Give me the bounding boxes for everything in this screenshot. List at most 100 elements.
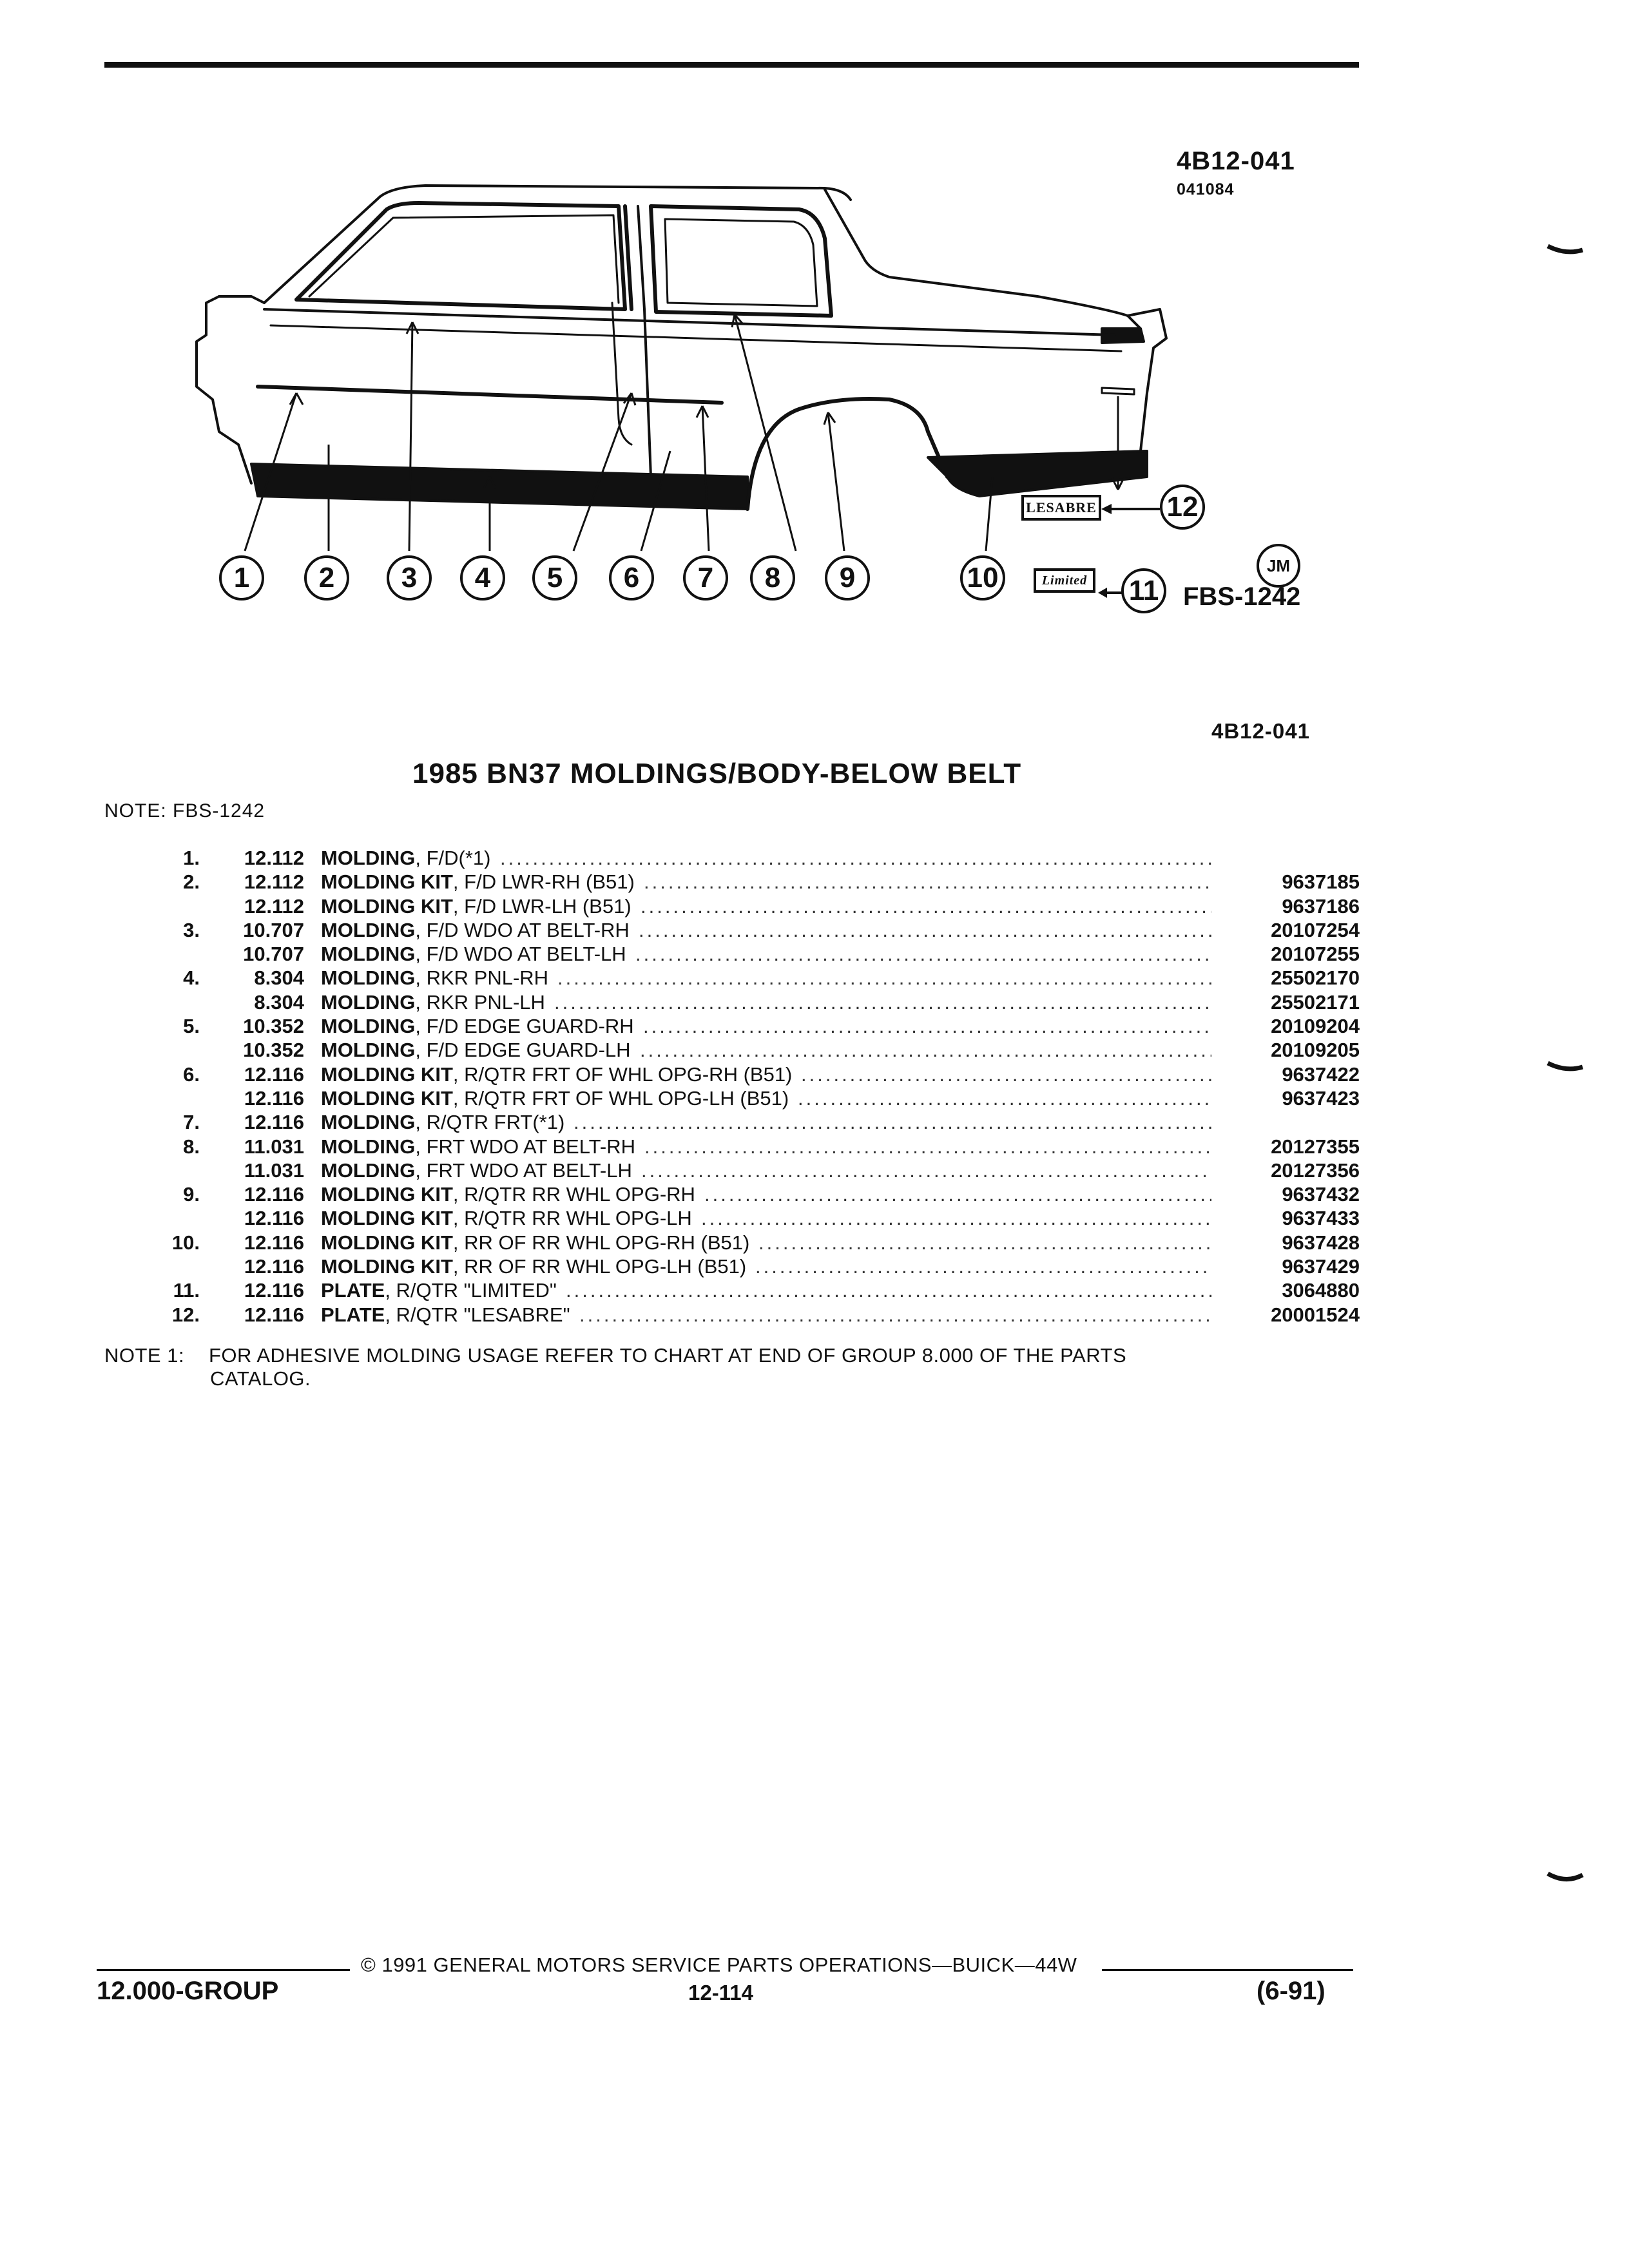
part-number: 25502170 <box>1271 966 1360 990</box>
part-name: MOLDING KIT, RR OF RR WHL OPG-RH (B51) <box>321 1231 749 1254</box>
scan-mark <box>1547 244 1584 255</box>
group-number: 12.112 <box>244 894 304 918</box>
group-number: 11.031 <box>244 1158 304 1182</box>
leader-dots: ........................................… <box>579 1303 1211 1326</box>
leader-dots: ........................................… <box>704 1183 1211 1206</box>
group-number: 8.304 <box>254 990 304 1014</box>
part-name: MOLDING, RKR PNL-LH <box>321 991 545 1014</box>
leader-dots: ........................................… <box>639 918 1211 941</box>
item-number: 9. <box>183 1183 200 1206</box>
part-name: MOLDING KIT, R/QTR FRT OF WHL OPG-RH (B5… <box>321 1063 792 1086</box>
page-title: 1985 BN37 MOLDINGS/BODY-BELOW BELT <box>412 758 1022 789</box>
group-number: 12.116 <box>244 1255 304 1278</box>
part-description: , F/D WDO AT BELT-LH <box>415 943 626 966</box>
jm-mark: JM <box>1257 544 1300 588</box>
callout-7: 7 <box>683 555 728 601</box>
group-number: 10.352 <box>243 1039 304 1062</box>
group-number: 11.031 <box>244 1135 304 1158</box>
leader-dots: ........................................… <box>635 943 1211 966</box>
group-number: 12.116 <box>244 1062 304 1086</box>
part-name: MOLDING KIT, F/D LWR-RH (B51) <box>321 870 635 894</box>
leader-dots: ........................................… <box>641 1158 1211 1182</box>
group-label: 12.000-GROUP <box>97 1977 279 2005</box>
callout-3: 3 <box>387 555 432 601</box>
part-number: 25502171 <box>1271 990 1360 1014</box>
figure-code: 4B12-041 <box>1177 147 1295 175</box>
figure-code-bottom: 4B12-041 <box>1211 719 1310 743</box>
footer-rule-right <box>1102 1969 1353 1971</box>
part-description: , R/QTR "LESABRE" <box>385 1303 570 1326</box>
group-number: 12.112 <box>244 847 304 869</box>
revision-date: (6-91) <box>1257 1977 1325 2005</box>
part-name: MOLDING, F/D WDO AT BELT-LH <box>321 943 626 966</box>
part-number: 3064880 <box>1282 1279 1360 1302</box>
part-description: , F/D LWR-RH (B51) <box>452 870 635 894</box>
item-number: 12. <box>171 1303 200 1326</box>
item-number: 3. <box>183 918 200 941</box>
leader-dots: ........................................… <box>755 1255 1211 1278</box>
item-number: 8. <box>183 1135 200 1158</box>
part-number: 20107254 <box>1271 918 1360 941</box>
fbs-note: NOTE: FBS-1242 <box>104 800 265 822</box>
part-name: MOLDING, RKR PNL-RH <box>321 966 548 990</box>
leader-dots: ........................................… <box>574 1111 1211 1134</box>
leader-dots: ........................................… <box>644 1135 1211 1158</box>
group-number: 12.116 <box>244 1279 304 1302</box>
fbs-label: FBS-1242 <box>1183 582 1301 611</box>
part-name-text: MOLDING KIT <box>321 1255 453 1278</box>
figure-date-code: 041084 <box>1177 180 1235 198</box>
callout-2: 2 <box>304 555 349 601</box>
car-side-illustration <box>195 184 1168 552</box>
part-description: , R/QTR FRT(*1) <box>415 1111 565 1134</box>
rear-wheel-opening <box>746 397 949 511</box>
part-name: PLATE, R/QTR "LESABRE" <box>321 1303 570 1327</box>
callout-1: 1 <box>219 555 264 601</box>
group-number: 12.116 <box>244 1207 304 1230</box>
part-number: 9637423 <box>1282 1086 1360 1110</box>
callout-10: 10 <box>960 555 1005 601</box>
callout-5: 5 <box>532 555 577 601</box>
part-name-text: MOLDING KIT <box>321 1231 453 1254</box>
part-description: , FRT WDO AT BELT-RH <box>415 1135 635 1158</box>
group-number: 12.116 <box>244 1303 304 1326</box>
leader-dots: ........................................… <box>641 894 1211 918</box>
item-number: 2. <box>183 870 200 894</box>
leader-dots: ........................................… <box>557 966 1211 990</box>
group-number: 12.116 <box>244 1183 304 1206</box>
part-description: , F/D LWR-LH (B51) <box>452 894 631 918</box>
group-number: 12.116 <box>244 1231 304 1254</box>
callout-12: 12 <box>1160 485 1205 530</box>
part-name-text: MOLDING KIT <box>321 1183 453 1206</box>
part-description: , R/QTR FRT OF WHL OPG-RH (B51) <box>452 1062 793 1086</box>
front-door-window <box>294 201 627 311</box>
page-number: 12-114 <box>688 1981 753 2004</box>
part-number: 20001524 <box>1271 1303 1360 1326</box>
top-rule <box>104 62 1359 68</box>
part-number: 9637428 <box>1282 1231 1360 1254</box>
part-name: MOLDING, R/QTR FRT(*1) <box>321 1111 564 1134</box>
parts-row: 11. 12.116 PLATE, R/QTR "LIMITED".........… <box>161 1279 1360 1303</box>
item-number: 11. <box>173 1279 200 1302</box>
item-number: 1. <box>183 847 200 869</box>
lesabre-emblem: LESABRE <box>1021 495 1101 521</box>
leader-dots: ........................................… <box>801 1062 1211 1086</box>
part-description: , R/QTR FRT OF WHL OPG-LH (B51) <box>452 1086 789 1110</box>
part-name: MOLDING, FRT WDO AT BELT-RH <box>321 1135 635 1158</box>
leader-dots: ........................................… <box>758 1231 1211 1254</box>
leader-dots: ........................................… <box>566 1279 1211 1302</box>
leader-dots: ........................................… <box>644 870 1211 894</box>
part-number: 9637432 <box>1282 1183 1360 1206</box>
part-name: PLATE, R/QTR "LIMITED" <box>321 1279 557 1302</box>
part-description: , R/QTR RR WHL OPG-LH <box>452 1207 692 1230</box>
callout-6: 6 <box>609 555 654 601</box>
